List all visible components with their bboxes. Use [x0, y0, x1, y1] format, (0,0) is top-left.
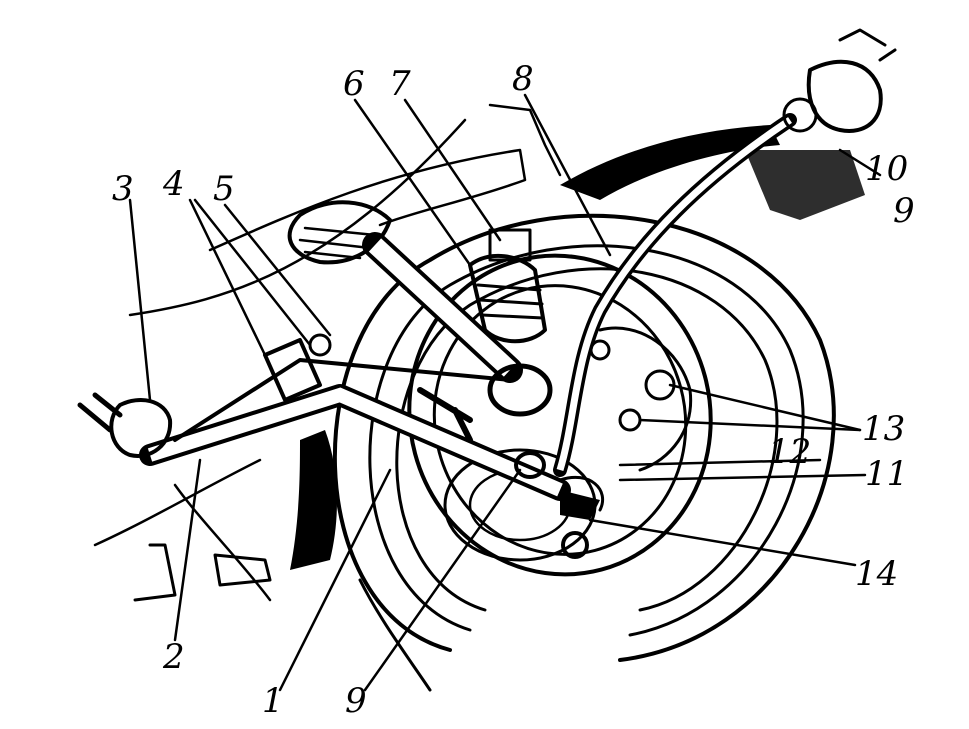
leader-4a — [188, 198, 267, 357]
label-10: 10 — [865, 149, 908, 189]
label-1: 1 — [262, 681, 284, 721]
leader-10 — [838, 148, 882, 177]
label-11: 11 — [865, 454, 908, 494]
leader-14 — [588, 518, 857, 567]
leader-8 — [523, 93, 612, 257]
lower-control-arm — [139, 358, 571, 501]
label-7: 7 — [389, 64, 411, 104]
upper-control-arm — [287, 200, 523, 383]
label-9-top: 9 — [893, 191, 915, 231]
leader-13b — [638, 418, 862, 432]
label-12: 12 — [768, 432, 811, 472]
leader-lines — [128, 93, 882, 692]
label-5: 5 — [213, 169, 235, 209]
label-2: 2 — [162, 637, 185, 677]
label-13: 13 — [862, 409, 905, 449]
knuckle — [417, 363, 600, 559]
tie-rod — [553, 28, 897, 477]
mud-shield — [290, 430, 337, 570]
leader-12 — [618, 458, 822, 467]
leader-13a — [668, 383, 862, 432]
label-8: 8 — [512, 59, 534, 99]
label-4: 4 — [162, 164, 185, 204]
mount-bracket — [133, 543, 272, 602]
shock-absorber — [468, 228, 547, 344]
leader-6 — [353, 98, 472, 267]
leader-7 — [403, 98, 502, 242]
label-3: 3 — [112, 169, 134, 209]
label-6: 6 — [343, 64, 365, 104]
leader-4b — [193, 198, 312, 347]
label-14: 14 — [855, 554, 898, 594]
fender-bracket — [745, 150, 865, 220]
fender — [560, 125, 780, 200]
label-9-bottom: 9 — [345, 681, 367, 721]
inner-pivot — [77, 333, 332, 458]
tyre — [332, 214, 836, 692]
leader-1 — [278, 468, 392, 692]
leader-2 — [173, 458, 202, 642]
leader-9-bottom — [363, 468, 522, 692]
leader-5 — [223, 203, 332, 337]
leader-3 — [128, 198, 152, 402]
leader-11 — [618, 473, 867, 482]
